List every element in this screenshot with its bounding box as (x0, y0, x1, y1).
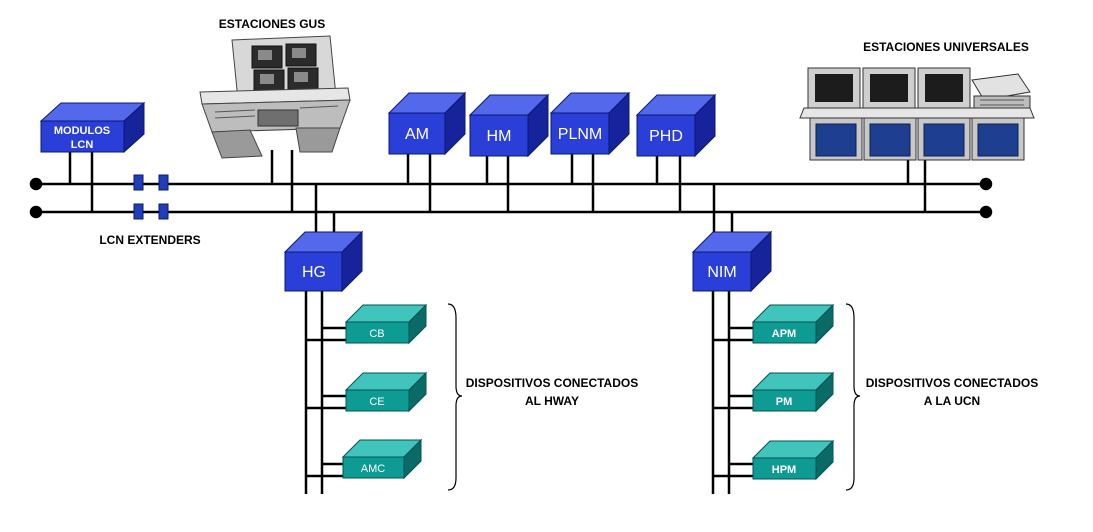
ucn-device-hpm: HPM (751, 439, 835, 481)
hm-label: HM (487, 128, 512, 145)
hg-module-box: HG (283, 230, 364, 293)
am-module-box: AM (387, 91, 467, 156)
cb-label: CB (369, 328, 384, 340)
ucn-device-apm: APM (751, 303, 835, 345)
lcn-extenders (133, 174, 169, 220)
ce-label: CE (369, 396, 384, 408)
ucn-devices-label-2: A LA UCN (924, 394, 980, 408)
nim-label: NIM (707, 264, 736, 281)
extender-icon (158, 203, 169, 220)
hway-devices-label-2: AL HWAY (525, 394, 579, 408)
plnm-module-box: PLNM (549, 91, 631, 156)
amc-label: AMC (361, 463, 386, 475)
hiway-bus (304, 290, 346, 494)
plnm-label: PLNM (558, 126, 602, 143)
apm-label: APM (772, 328, 796, 340)
pm-label: PM (776, 396, 793, 408)
lcn-bus (29, 177, 993, 219)
universal-station-console-icon (799, 67, 1035, 161)
phd-label: PHD (649, 128, 683, 145)
hway-devices-label-1: DISPOSITIVOS CONECTADOS (466, 376, 638, 390)
hg-label: HG (302, 264, 326, 281)
hway-device-amc: AMC (341, 438, 423, 480)
ucn-bus (711, 290, 753, 494)
hway-device-cb: CB (344, 303, 428, 345)
universal-stations-label: ESTACIONES UNIVERSALES (863, 40, 1029, 54)
hway-brace-icon (447, 303, 463, 491)
hm-module-box: HM (468, 93, 550, 158)
ucn-device-pm: PM (751, 371, 835, 413)
extender-icon (158, 174, 169, 191)
bus-drops (68, 150, 927, 232)
ucn-devices-label-1: DISPOSITIVOS CONECTADOS (866, 376, 1038, 390)
hway-device-ce: CE (344, 371, 428, 413)
operator-console-icon (199, 35, 351, 159)
modulos-lcn-box: MODULOS LCN (39, 101, 146, 154)
modulos-lcn-label-1: MODULOS (54, 125, 110, 137)
am-label: AM (405, 126, 429, 143)
hpm-label: HPM (772, 464, 796, 476)
nim-module-box: NIM (691, 230, 773, 293)
modulos-lcn-label-2: LCN (71, 139, 94, 151)
phd-module-box: PHD (635, 93, 717, 158)
extender-icon (133, 174, 144, 191)
gus-stations-label: ESTACIONES GUS (219, 17, 325, 31)
ucn-brace-icon (845, 303, 861, 491)
lcn-extenders-label: LCN EXTENDERS (99, 233, 200, 247)
extender-icon (133, 203, 144, 220)
